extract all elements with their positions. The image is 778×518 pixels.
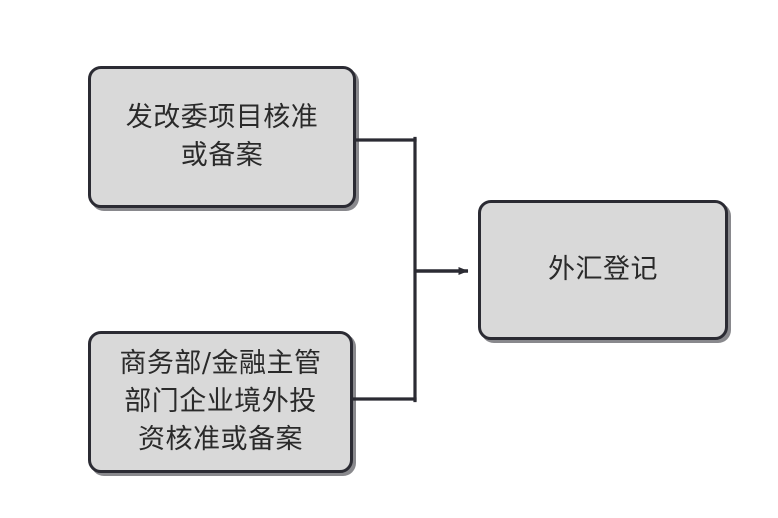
node-ndrc-label: 发改委项目核准 或备案 [125, 101, 319, 171]
node-forex-label: 外汇登记 [548, 253, 658, 285]
node-forex-registration[interactable]: 外汇登记 [478, 200, 728, 340]
node-mofcom-label: 商务部/金融主管 部门企业境外投 资核准或备案 [119, 347, 322, 456]
node-ndrc-approval[interactable]: 发改委项目核准 或备案 [88, 66, 356, 208]
node-mofcom-approval[interactable]: 商务部/金融主管 部门企业境外投 资核准或备案 [88, 331, 353, 473]
